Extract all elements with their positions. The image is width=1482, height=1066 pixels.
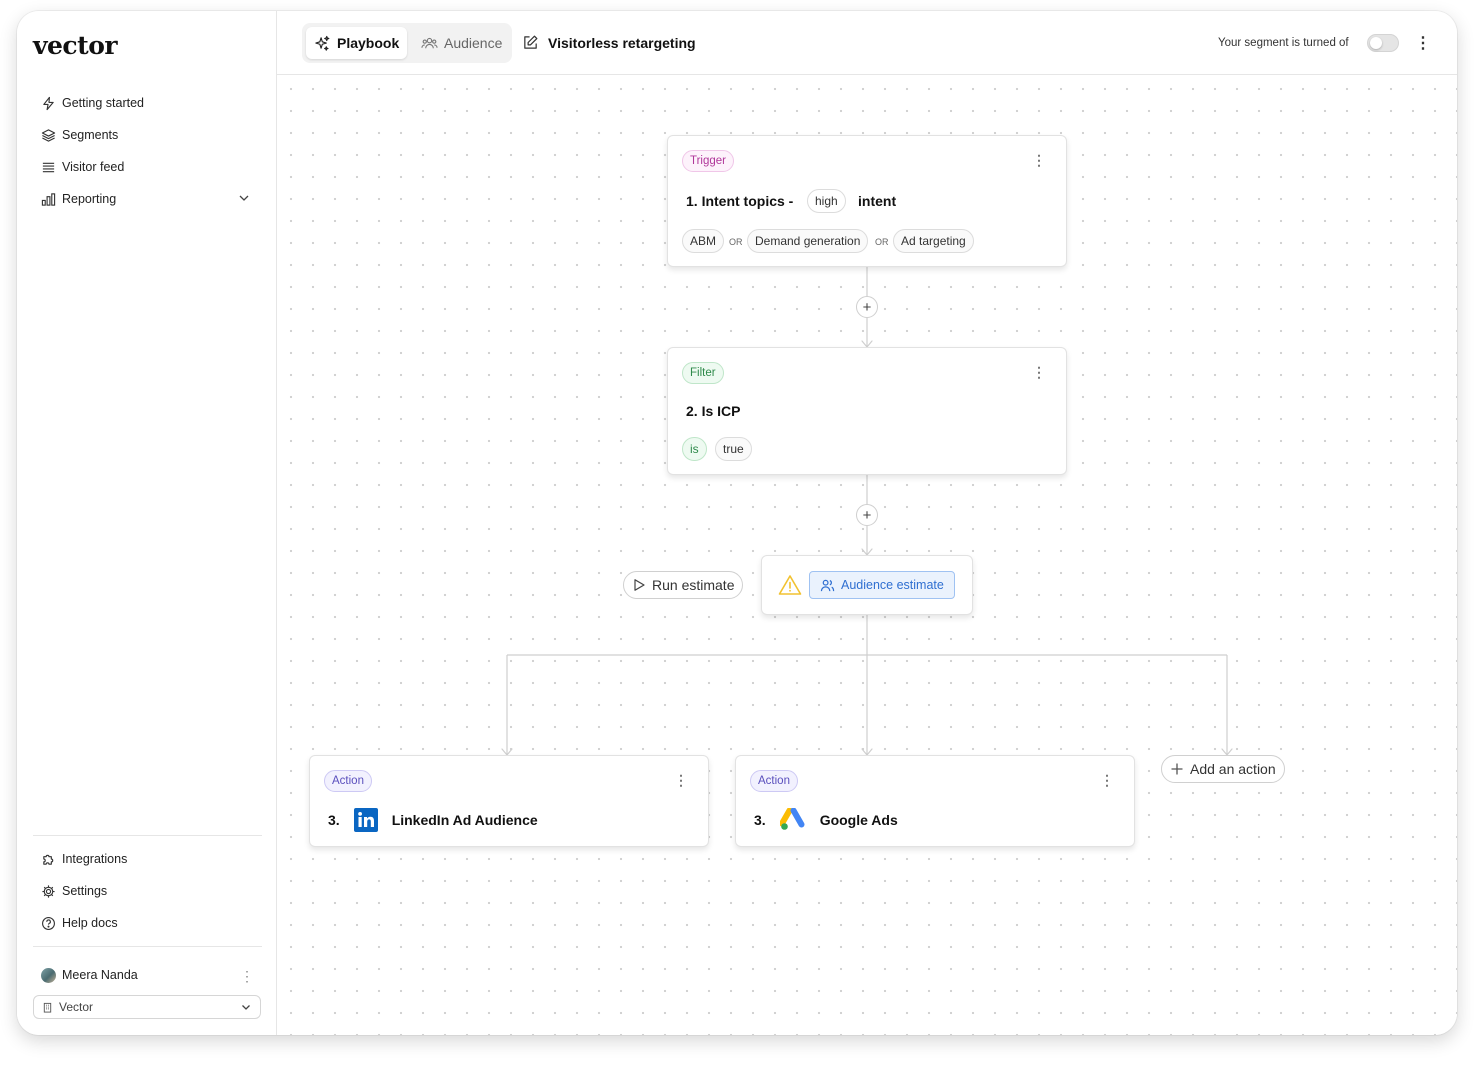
sidebar-item-label: Help docs bbox=[62, 916, 118, 930]
sidebar-item-visitor-feed[interactable]: Visitor feed bbox=[41, 155, 124, 179]
topic-pill[interactable]: Demand generation bbox=[747, 229, 869, 253]
card-menu-kebab-icon[interactable]: ⋮ bbox=[674, 772, 688, 788]
action-badge: Action bbox=[324, 770, 372, 792]
flow-connectors bbox=[501, 267, 1233, 756]
page-title[interactable]: Visitorless retargeting bbox=[548, 35, 696, 51]
more-options-kebab-icon[interactable]: ⋮ bbox=[1415, 35, 1431, 52]
trigger-title-suffix: intent bbox=[858, 193, 897, 209]
segment-status-text: Your segment is turned of bbox=[1218, 37, 1349, 49]
card-menu-kebab-icon[interactable]: ⋮ bbox=[1032, 152, 1046, 168]
google-ads-icon bbox=[779, 808, 805, 830]
flow-canvas[interactable]: Trigger ⋮ 1. Intent topics - high intent… bbox=[277, 75, 1457, 1035]
topic-pill[interactable]: ABM bbox=[682, 229, 725, 253]
chevron-down-icon[interactable] bbox=[237, 191, 251, 205]
action-label: LinkedIn Ad Audience bbox=[391, 812, 538, 828]
chevron-down-icon bbox=[242, 1005, 250, 1010]
run-estimate-button[interactable]: Run estimate bbox=[623, 571, 744, 599]
card-menu-kebab-icon[interactable]: ⋮ bbox=[1032, 364, 1046, 380]
sidebar-item-getting-started[interactable]: Getting started bbox=[41, 91, 144, 115]
bar-chart-icon bbox=[41, 192, 56, 206]
gear-icon bbox=[42, 884, 55, 898]
sidebar: vector Getting started Segments Visitor … bbox=[17, 11, 277, 1035]
lightning-icon bbox=[43, 96, 54, 110]
app-window: vector Getting started Segments Visitor … bbox=[17, 11, 1457, 1035]
app-logo[interactable]: vector bbox=[33, 31, 118, 60]
add-step-button[interactable]: + bbox=[856, 296, 878, 318]
warning-icon bbox=[778, 575, 802, 595]
filter-value-pill[interactable]: true bbox=[715, 437, 752, 461]
action-card-linkedin[interactable]: Action ⋮ 3. LinkedIn Ad Audience bbox=[309, 755, 709, 847]
trigger-card[interactable]: Trigger ⋮ 1. Intent topics - high intent… bbox=[667, 135, 1067, 267]
intent-level-pill[interactable]: high bbox=[807, 189, 846, 213]
add-action-label: Add an action bbox=[1190, 761, 1276, 777]
filter-title: 2. Is ICP bbox=[686, 403, 741, 419]
sparkles-icon bbox=[315, 35, 330, 51]
list-icon bbox=[42, 162, 55, 172]
view-switcher: Playbook Audience bbox=[302, 23, 512, 63]
sidebar-item-label: Getting started bbox=[62, 96, 144, 110]
segment-toggle[interactable] bbox=[1367, 34, 1399, 52]
sidebar-item-help-docs[interactable]: Help docs bbox=[41, 911, 118, 935]
sidebar-item-label: Integrations bbox=[62, 852, 128, 866]
tab-label: Playbook bbox=[337, 35, 400, 51]
sidebar-item-label: Settings bbox=[62, 884, 108, 898]
add-action-button[interactable]: Add an action bbox=[1161, 755, 1285, 783]
run-estimate-label: Run estimate bbox=[652, 577, 735, 593]
tab-label: Audience bbox=[444, 35, 503, 51]
card-menu-kebab-icon[interactable]: ⋮ bbox=[1100, 772, 1114, 788]
filter-card[interactable]: Filter ⋮ 2. Is ICP is true bbox=[667, 347, 1067, 475]
building-icon bbox=[43, 1002, 52, 1013]
or-separator: OR bbox=[729, 237, 743, 247]
question-icon bbox=[42, 916, 55, 930]
estimate-card: Audience estimate bbox=[761, 555, 973, 615]
filter-badge: Filter bbox=[682, 362, 724, 384]
user-profile[interactable]: Meera Nanda bbox=[41, 963, 138, 987]
audience-estimate-button[interactable]: Audience estimate bbox=[809, 571, 955, 599]
tab-audience[interactable]: Audience bbox=[413, 27, 510, 59]
org-name: Vector bbox=[59, 1000, 94, 1014]
action-label: Google Ads bbox=[819, 812, 898, 828]
sidebar-item-label: Segments bbox=[62, 128, 119, 142]
users-icon bbox=[421, 37, 438, 48]
avatar bbox=[41, 967, 56, 983]
tab-playbook[interactable]: Playbook bbox=[306, 27, 408, 59]
or-separator: OR bbox=[875, 237, 889, 247]
toggle-knob bbox=[1370, 37, 1382, 49]
filter-operator-pill[interactable]: is bbox=[682, 437, 707, 461]
users-icon bbox=[820, 579, 835, 591]
layers-icon bbox=[41, 128, 56, 142]
edit-icon[interactable] bbox=[522, 34, 539, 51]
trigger-title: 1. Intent topics - bbox=[686, 193, 794, 209]
action-number: 3. bbox=[328, 812, 340, 828]
trigger-badge: Trigger bbox=[682, 150, 734, 172]
sidebar-item-label: Visitor feed bbox=[62, 160, 125, 174]
sidebar-divider bbox=[33, 835, 262, 836]
action-number: 3. bbox=[754, 812, 766, 828]
plus-icon bbox=[1171, 763, 1183, 775]
sidebar-item-label: Reporting bbox=[62, 192, 117, 206]
sidebar-item-integrations[interactable]: Integrations bbox=[41, 847, 127, 871]
main-area: Playbook Audience Visitorless retargetin… bbox=[277, 11, 1457, 1035]
sidebar-item-reporting[interactable]: Reporting bbox=[41, 187, 116, 211]
action-card-google-ads[interactable]: Action ⋮ 3. Google Ads bbox=[735, 755, 1135, 847]
user-menu-kebab-icon[interactable]: ⋮ bbox=[240, 968, 254, 984]
topic-pill[interactable]: Ad targeting bbox=[893, 229, 974, 253]
linkedin-icon bbox=[353, 808, 378, 832]
add-step-button[interactable]: + bbox=[856, 504, 878, 526]
action-title: 3. LinkedIn Ad Audience bbox=[328, 808, 538, 832]
user-name: Meera Nanda bbox=[62, 968, 138, 982]
action-title: 3. Google Ads bbox=[754, 808, 898, 832]
puzzle-icon bbox=[43, 854, 54, 865]
audience-estimate-label: Audience estimate bbox=[841, 578, 944, 592]
action-badge: Action bbox=[750, 770, 798, 792]
topbar: Playbook Audience Visitorless retargetin… bbox=[277, 11, 1457, 75]
org-selector[interactable]: Vector bbox=[33, 995, 261, 1019]
sidebar-item-settings[interactable]: Settings bbox=[41, 879, 107, 903]
sidebar-item-segments[interactable]: Segments bbox=[41, 123, 118, 147]
play-icon bbox=[634, 579, 645, 591]
sidebar-divider bbox=[33, 946, 262, 947]
